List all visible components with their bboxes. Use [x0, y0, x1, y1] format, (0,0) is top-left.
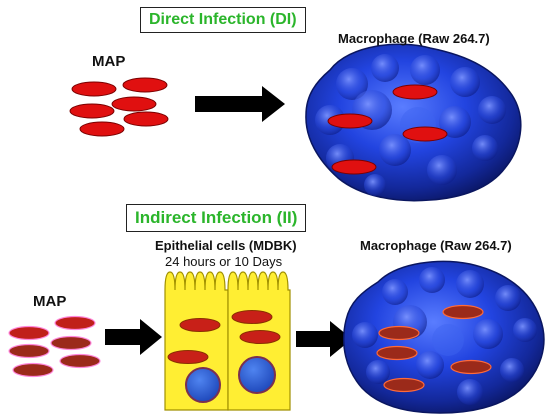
epithelial-duration-label: 24 hours or 10 Days [165, 254, 283, 269]
bacterium [54, 315, 96, 331]
epithelial-cells-label: Epithelial cells (MDBK) [155, 238, 297, 253]
indirect-arrow-to-epithelial [105, 319, 162, 355]
direct-arrow [195, 86, 285, 122]
direct-macrophage-label: Macrophage (Raw 264.7) [338, 31, 490, 46]
direct-macrophage [305, 43, 522, 202]
direct-map-label: MAP [92, 53, 126, 70]
bacterium [79, 121, 125, 137]
bacterium [8, 343, 50, 359]
internalized-bacterium [331, 159, 377, 175]
indirect-bacteria-cluster [8, 315, 101, 378]
internalized-bacterium [450, 359, 492, 375]
indirect-map-label: MAP [33, 293, 67, 310]
bacterium [8, 325, 50, 341]
bacterium [167, 350, 209, 364]
direct-bacteria-cluster [69, 77, 169, 137]
internalized-bacterium [378, 325, 420, 341]
bacterium [69, 103, 115, 119]
bacterium [59, 353, 101, 369]
bacterium [71, 81, 117, 97]
internalized-bacterium [442, 304, 484, 320]
internalized-bacterium [327, 113, 373, 129]
nucleus [185, 367, 221, 403]
nucleus [238, 356, 276, 394]
bacterium [122, 77, 168, 93]
bacterium [231, 310, 273, 324]
bacterium [239, 330, 281, 344]
indirect-macrophage-label: Macrophage (Raw 264.7) [360, 238, 512, 253]
bacterium [123, 111, 169, 127]
indirect-arrow-to-macrophage [296, 321, 352, 357]
internalized-bacterium [383, 377, 425, 393]
direct-infection-title: Direct Infection (DI) [140, 7, 306, 33]
indirect-macrophage [343, 260, 545, 414]
epithelial-cells [164, 271, 291, 411]
bacterium [50, 335, 92, 351]
bacterium [12, 362, 54, 378]
indirect-infection-title: Indirect Infection (II) [126, 204, 307, 232]
bacterium [111, 96, 157, 112]
bacterium [179, 318, 221, 332]
internalized-bacterium [376, 345, 418, 361]
internalized-bacterium [402, 126, 448, 142]
internalized-bacterium [392, 84, 438, 100]
